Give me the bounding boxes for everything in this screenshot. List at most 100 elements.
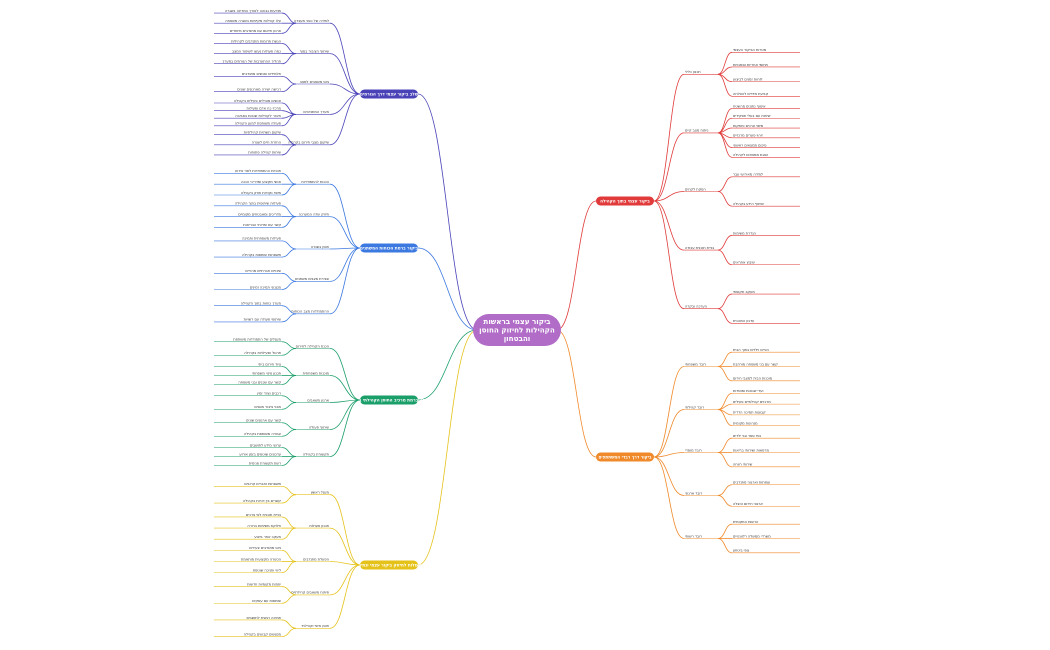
leaf-node[interactable]: שיבוץ אחראים [717,249,800,266]
leaf-node[interactable]: מעגלים של התמודדות משותפת [214,338,297,349]
leaf-node[interactable]: חלוקת משימות ברורה [214,524,296,529]
leaf-node[interactable]: ארגון תיאום עם מתנדבים מיוחדים [214,22,297,34]
leaf-node[interactable]: מנהיגות מקומית [717,409,800,427]
leaf-node[interactable]: פעולה משותפת למען הקהילה [214,114,297,127]
leaf-node[interactable]: רשת תקשורת פנימית [214,456,297,466]
leaf-node[interactable]: שירותי רווחה [717,452,800,468]
branch-node[interactable] [360,560,418,570]
branch-node[interactable] [360,243,418,253]
leaf-node[interactable]: שינויים חברתיים מהירים [214,269,297,282]
leaf-node[interactable]: הכשרה מקצועית מותאמת [214,557,297,562]
leaf-node[interactable]: קשר עם שירותי הבריאות [214,216,297,228]
branch-node[interactable] [360,89,418,99]
leaf-node[interactable]: עבודה משותפת בקהילה [214,429,297,437]
leaf-node[interactable]: משפחות שותפות בקהילה [214,248,297,258]
leaf-node[interactable]: רכבים וציוד זמין [214,392,297,403]
leaf-node[interactable]: ארגוני חירום והצלה [717,495,800,507]
leaf-node[interactable]: תמיכה רגשית לתושבים [214,616,297,629]
leaf-node[interactable]: תלמידים ואנשים מתנדבים [214,72,297,85]
leaf-node[interactable]: תהליך ההתערבות של הגורמים במערך [214,53,297,65]
branch-3[interactable]: בחירה ברמת מרכיב החוסן הקהילתי בקהילההכנ… [214,329,478,466]
leaf-node[interactable]: שותפות עם עסקים [214,594,297,604]
leaf-node[interactable]: מעקב אחר ביצוע [214,527,297,540]
leaf-node[interactable]: תחומי אחריות וסמכויות [717,63,800,75]
leaf-node[interactable]: למידה מאירועי עבר [717,173,800,192]
leaf-node[interactable]: קשרים בין דורות בקהילה [214,494,297,504]
leaf-node[interactable]: קשר עם שכנים ובני משפחה [214,375,297,385]
branch-node[interactable] [596,196,654,206]
leaf-node[interactable]: החזרת חיים לשגרה [214,141,296,146]
leaf-node[interactable]: גופי ביטחון [717,538,800,554]
leaf-node[interactable]: ליווי וחניכה שוטפת [214,561,297,574]
leaf-node[interactable]: עדכון התוכנית [717,308,800,324]
leaf-node[interactable]: מעקב תקופתי [717,290,800,310]
leaf-node[interactable]: עמותות וארגוני מתנדבים [717,481,800,496]
leaf-node[interactable]: מנגנוני תמיכה זמינים [214,281,297,290]
leaf-node[interactable]: תרגול ופעילויות בקהילה [214,348,297,356]
leaf-node[interactable]: מרכזים קהילתיים פעילים [717,400,800,410]
leaf-node[interactable]: הגדרת משימות [717,231,800,251]
root-bubble[interactable] [473,314,561,346]
leaf-node[interactable]: שיתוף הידע בקהילה [717,191,800,207]
leaf-node[interactable]: רכישה ישירה מארגונים שונים [214,83,297,92]
branch-node[interactable] [360,395,418,405]
leaf-node[interactable]: תכנון פינוי משפחתי [214,371,296,376]
leaf-node[interactable]: מערך כוחות בתוך הקהילה [214,302,297,315]
leaf-node[interactable]: עלו קהילות מקיימות בשגרה משפחה [214,19,296,24]
branch-node[interactable] [596,452,654,462]
leaf-node[interactable]: יוזמות מקומיות חדשות [214,582,297,596]
leaf-node[interactable]: משפחות וחברים קרובים [214,482,297,496]
leaf-node[interactable]: קביעת מדדים להצלחה [717,73,800,97]
leaf-node[interactable]: בתי ספר וגני ילדים [717,434,800,453]
leaf-node[interactable]: קבוצות תמיכה הדדית [717,409,800,416]
leaf-node[interactable]: מפגשים קבועים בקהילה [214,627,297,638]
leaf-node[interactable]: הצגת ממצאים לקהילה [717,132,800,158]
leaf-node[interactable]: לוחות זמנים לביצוע [717,73,800,83]
leaf-node[interactable]: מרפאות ושירותי בריאות [718,448,800,453]
leaf-node[interactable]: עדכונים שוטפים בזמן אירוע [214,452,296,457]
leaf-node[interactable]: קשר עם ארגונים שונים [214,419,297,430]
leaf-node[interactable]: הרשות המקומית [717,520,800,539]
leaf-node[interactable]: מבני ציבור מוגנים [214,402,297,410]
leaf-node[interactable]: מטרות הביקור העצמי [717,48,800,75]
leaf-node[interactable]: משרדי ממשלה רלוונטיים [718,534,800,539]
leaf-node[interactable]: שיחות קהילה פתוחות [214,144,297,156]
leaf-node[interactable]: שיתופי פעולה עם רשויות [214,313,297,323]
leaf-node[interactable]: זיהוי פערים מרכזיים [717,132,800,139]
